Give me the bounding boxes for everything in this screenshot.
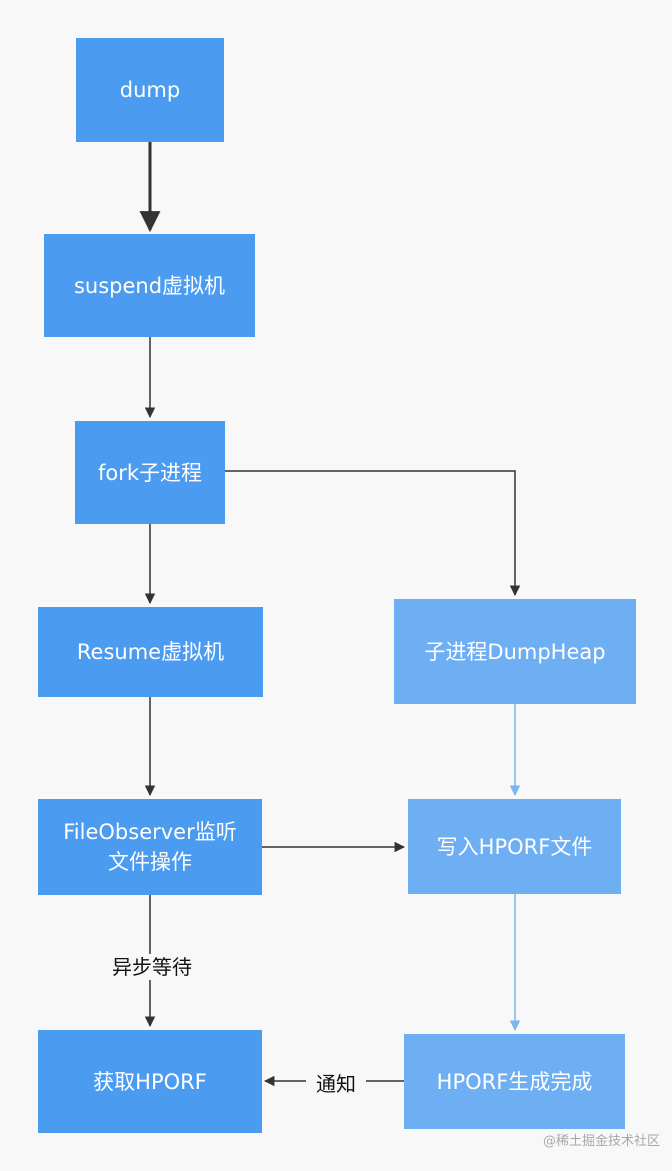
node-fork-child-process: fork子进程 — [75, 421, 225, 524]
node-suspend-vm: suspend虚拟机 — [44, 234, 255, 337]
node-dump: dump — [76, 38, 224, 142]
node-hprof-generated: HPORF生成完成 — [404, 1034, 625, 1129]
edge-label-notify: 通知 — [306, 1071, 366, 1097]
node-get-hprof: 获取HPORF — [38, 1030, 262, 1133]
edge-label-async-wait: 异步等待 — [102, 954, 202, 980]
node-write-hprof-file: 写入HPORF文件 — [408, 799, 621, 894]
node-child-dump-heap: 子进程DumpHeap — [394, 599, 636, 704]
watermark: @稀土掘金技术社区 — [542, 1134, 660, 1149]
node-file-observer: FileObserver监听 文件操作 — [38, 799, 262, 895]
arrow-fork-to-child-dump — [225, 470, 521, 597]
node-resume-vm: Resume虚拟机 — [38, 607, 263, 697]
